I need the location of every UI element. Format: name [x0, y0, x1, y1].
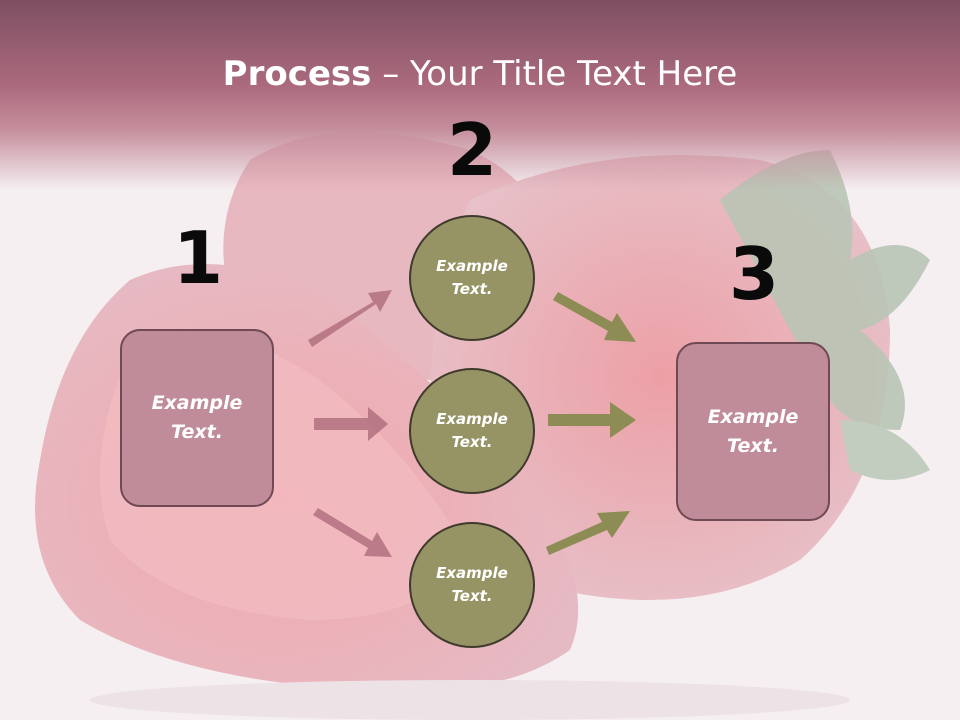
arrow-pink-up — [308, 290, 392, 347]
step-number-3: 3 — [728, 232, 780, 316]
step-number-2: 2 — [446, 108, 498, 192]
step-2-circle-middle-text: Example Text. — [436, 410, 508, 451]
step-2-circle-bottom: Example Text. — [409, 522, 535, 648]
arrow-pink-down — [313, 508, 392, 557]
arrow-olive-up — [546, 511, 630, 555]
step-2-circle-middle: Example Text. — [409, 368, 535, 494]
title-band — [0, 0, 960, 190]
step-2-circle-bottom-text: Example Text. — [436, 564, 508, 605]
step-3-text: Example Text. — [707, 405, 799, 457]
arrow-pink-middle — [314, 407, 388, 441]
step-1-text: Example Text. — [151, 392, 243, 443]
page-title: Process – Your Title Text Here — [0, 52, 960, 96]
step-1-box: Example Text. — [120, 329, 274, 507]
step-2-circle-top: Example Text. — [409, 215, 535, 341]
title-bold: Process — [222, 54, 372, 94]
step-number-1: 1 — [172, 216, 224, 300]
arrow-olive-down — [553, 292, 636, 342]
title-separator: – — [371, 54, 411, 94]
step-3-box: Example Text. — [676, 342, 830, 521]
title-rest: Your Title Text Here — [410, 54, 738, 94]
arrow-olive-middle — [548, 402, 636, 438]
step-2-circle-top-text: Example Text. — [436, 257, 508, 298]
